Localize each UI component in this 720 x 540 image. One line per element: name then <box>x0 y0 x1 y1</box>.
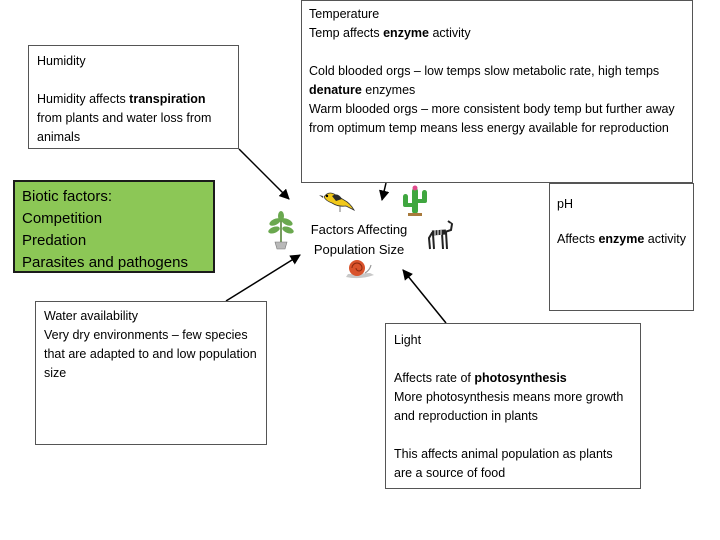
light-growth: More photosynthesis means more growth an… <box>394 390 624 423</box>
snail-icon <box>346 260 374 279</box>
arrow-water <box>225 254 301 302</box>
ph-text: Affects enzyme activity <box>557 232 687 246</box>
light-animal-food: This affects animal population as plants… <box>394 447 613 480</box>
light-photosynthesis: Affects rate of photosynthesis <box>394 371 567 385</box>
ph-box: pH Affects enzyme activity <box>549 183 694 311</box>
biotic-item-predation: Predation <box>22 232 87 249</box>
plant-icon <box>268 211 294 250</box>
light-title: Light <box>394 333 422 347</box>
biotic-item-parasites: Parasites and pathogens <box>22 254 188 271</box>
arrow-humidity <box>238 148 290 200</box>
arrow-light <box>402 269 447 324</box>
light-box: Light Affects rate of photosynthesis Mor… <box>385 323 641 489</box>
ph-title: pH <box>557 197 573 211</box>
temperature-cold-blooded: Cold blooded orgs – low temps slow metab… <box>309 64 660 97</box>
water-availability-box: Water availability Very dry environments… <box>35 301 267 445</box>
water-text: Very dry environments – few species that… <box>44 328 257 380</box>
temperature-box: Temperature Temp affects enzyme activity… <box>301 0 693 183</box>
humidity-text: Humidity affects transpiration from plan… <box>37 92 212 144</box>
temperature-line1: Temp affects enzyme activity <box>309 26 471 40</box>
cactus-icon <box>403 185 427 216</box>
temperature-title: Temperature <box>309 7 380 21</box>
biotic-title: Biotic factors: <box>22 188 113 205</box>
humidity-box: Humidity Humidity affects transpiration … <box>28 45 239 149</box>
center-title: Factors Affecting Population Size <box>310 222 408 257</box>
biotic-item-competition: Competition <box>22 210 103 227</box>
arrow-temperature <box>379 182 390 202</box>
humidity-title: Humidity <box>37 54 86 68</box>
temperature-warm-blooded: Warm blooded orgs – more consistent body… <box>309 102 675 135</box>
bird-icon <box>319 192 356 212</box>
zebra-icon <box>427 220 454 250</box>
biotic-factors-box: Biotic factors: Competition Predation Pa… <box>13 180 215 273</box>
water-title: Water availability <box>44 309 139 323</box>
